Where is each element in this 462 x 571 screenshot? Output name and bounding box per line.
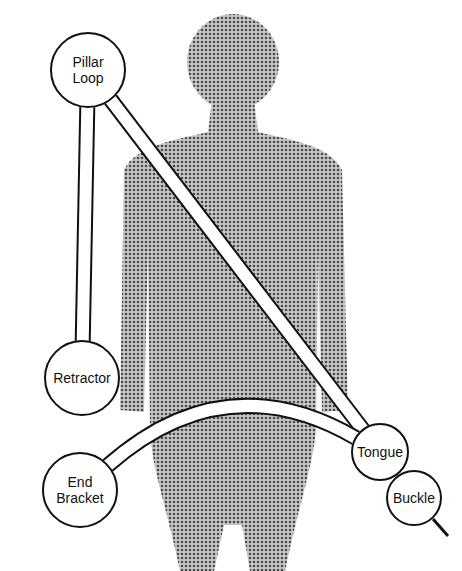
belt-stroke — [108, 406, 356, 466]
part-label: Buckle — [393, 490, 435, 506]
part-circle: Pillar Loop — [50, 32, 126, 108]
belt-stroke — [110, 99, 363, 429]
belt-stroke — [83, 107, 88, 341]
buckle-handle — [433, 519, 448, 536]
belt-stroke — [108, 406, 356, 466]
belt-stroke — [110, 99, 363, 429]
part-label: End Bracket — [51, 474, 109, 506]
part-circle: Buckle — [386, 470, 442, 526]
belt-band — [108, 406, 356, 466]
belt-band — [83, 107, 88, 341]
part-circle: Retractor — [44, 340, 120, 416]
part-label: Pillar Loop — [58, 54, 118, 86]
part-circle: End Bracket — [42, 452, 118, 528]
person-figure — [120, 14, 348, 571]
belt-stroke — [83, 107, 88, 341]
part-label: Retractor — [53, 370, 111, 386]
part-label: Tongue — [357, 444, 403, 460]
belt-band — [110, 99, 363, 429]
